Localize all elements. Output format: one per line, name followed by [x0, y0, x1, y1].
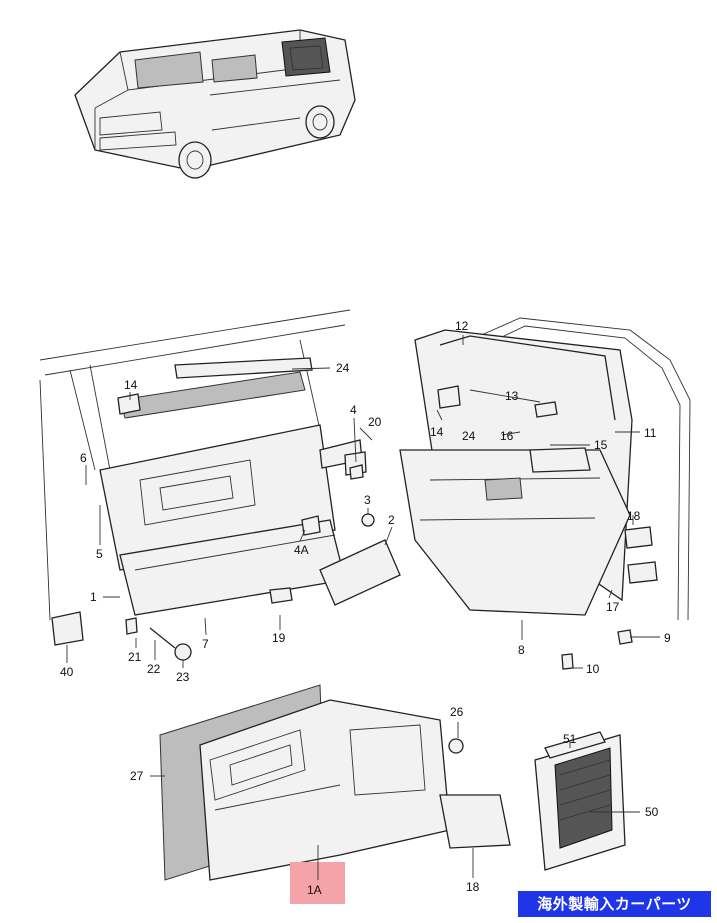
callout-4a: 4A — [294, 543, 309, 557]
callout-18-right: 18 — [627, 509, 641, 523]
callout-1a: 1A — [307, 883, 322, 897]
callout-20: 20 — [368, 415, 382, 429]
callout-22: 22 — [147, 662, 161, 676]
callout-8: 8 — [518, 643, 525, 657]
callout-23: 23 — [176, 670, 190, 684]
van-illustration — [74, 29, 356, 179]
leader-lines — [66, 335, 660, 880]
callout-6: 6 — [80, 451, 87, 465]
callout-13: 13 — [505, 389, 519, 403]
callout-4: 4 — [350, 403, 357, 417]
shop-badge: 海外製輸入カーパーツ — [518, 891, 711, 917]
callout-9: 9 — [664, 631, 671, 645]
callout-18-bottom: 18 — [466, 880, 480, 894]
vent-grille — [534, 731, 626, 871]
callout-26: 26 — [450, 705, 464, 719]
callout-24-left: 24 — [336, 361, 350, 375]
callout-7: 7 — [202, 637, 209, 651]
callout-2: 2 — [388, 513, 395, 527]
callout-27: 27 — [130, 769, 144, 783]
callout-14-left: 14 — [124, 378, 138, 392]
callout-5: 5 — [96, 547, 103, 561]
callout-40: 40 — [60, 665, 74, 679]
callout-17: 17 — [606, 600, 620, 614]
callout-19: 19 — [272, 631, 286, 645]
callout-50: 50 — [645, 805, 659, 819]
callout-labels: 1 1A 2 3 4 4A 5 6 7 8 9 10 11 12 13 14 1… — [60, 319, 671, 897]
callout-1: 1 — [90, 590, 97, 604]
left-door-trim-assembly — [39, 309, 401, 661]
callout-51: 51 — [563, 732, 577, 746]
callout-24-right: 24 — [462, 429, 476, 443]
callout-16: 16 — [500, 429, 514, 443]
callout-12: 12 — [455, 319, 469, 333]
callout-10: 10 — [586, 662, 600, 676]
callout-3: 3 — [364, 493, 371, 507]
lower-trim-assembly — [159, 684, 511, 881]
callout-11: 11 — [644, 426, 657, 440]
callout-21: 21 — [128, 650, 142, 664]
callout-14-right: 14 — [430, 425, 444, 439]
highlight-1a — [290, 862, 345, 904]
right-door-assembly — [399, 317, 691, 670]
callout-15: 15 — [594, 438, 608, 452]
